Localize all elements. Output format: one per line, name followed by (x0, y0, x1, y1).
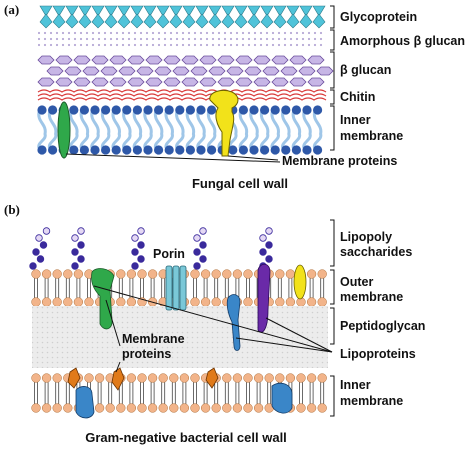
orange-protein-3 (205, 367, 219, 389)
yellow-outer-protein (293, 264, 307, 300)
green-membrane-protein (57, 101, 71, 159)
yellow-membrane-protein (209, 89, 239, 157)
lipopolysaccharide-chains (29, 227, 273, 270)
pointer-line (227, 155, 279, 161)
orange-protein-2 (111, 367, 125, 391)
bracket-chitin (330, 89, 335, 105)
label-glycoprotein: Glycoprotein (340, 10, 417, 24)
bracket-outer (330, 269, 335, 305)
label-porin: Porin (153, 247, 185, 261)
caption-bacterial: Gram-negative bacterial cell wall (85, 430, 287, 445)
bracket-lps (330, 219, 335, 267)
panel-a-tag: (a) (4, 2, 19, 17)
label-amorphous-glucan: Amorphous β glucan (340, 34, 465, 48)
label-chitin: Chitin (340, 90, 375, 104)
label-peptidoglycan: Peptidoglycan (340, 319, 425, 333)
pointer-line (105, 299, 121, 347)
label-inner-b-2: membrane (340, 394, 403, 408)
label-outer-2: membrane (340, 290, 403, 304)
label-membrane-2: proteins (122, 347, 171, 361)
label-membrane-1: Membrane (122, 332, 185, 346)
bracket-glucan (330, 51, 335, 89)
bracket-amorphous (330, 29, 335, 51)
pointer-line (265, 317, 333, 353)
orange-protein-1 (67, 367, 81, 389)
label-membrane-proteins: Membrane proteins (282, 154, 397, 168)
caption-fungal: Fungal cell wall (192, 176, 288, 191)
bracket-glycoprotein (330, 5, 335, 29)
amorphous-glucan-layer (38, 30, 326, 50)
panel-b-tag: (b) (4, 202, 20, 217)
fungal-inner-membrane (37, 105, 323, 155)
bracket-inner (330, 375, 335, 417)
label-lps-1: Lipopoly (340, 230, 392, 244)
blue-inner-protein-2 (271, 382, 293, 414)
green-outer-protein (91, 268, 115, 330)
pointer-line (115, 361, 121, 373)
bracket-inner-membrane (330, 105, 335, 151)
porin-protein (165, 265, 187, 311)
label-inner-2: membrane (340, 129, 403, 143)
pointer-line (65, 153, 281, 163)
label-beta-glucan: β glucan (340, 63, 391, 77)
beta-glucan-layer (37, 55, 334, 87)
bacterial-inner-membrane (31, 373, 327, 413)
label-inner-1: Inner (340, 113, 371, 127)
bracket-peptidoglycan (330, 307, 335, 345)
pointer-line (235, 337, 333, 353)
label-inner-b-1: Inner (340, 378, 371, 392)
blue-lipoprotein (226, 294, 241, 351)
label-lipoproteins: Lipoproteins (340, 347, 416, 361)
label-lps-2: saccharides (340, 245, 412, 259)
chitin-layer (37, 89, 327, 101)
pointer-line (93, 285, 333, 353)
label-outer-1: Outer (340, 275, 373, 289)
blue-inner-protein-1 (75, 386, 95, 419)
glycoprotein-layer (39, 5, 326, 29)
